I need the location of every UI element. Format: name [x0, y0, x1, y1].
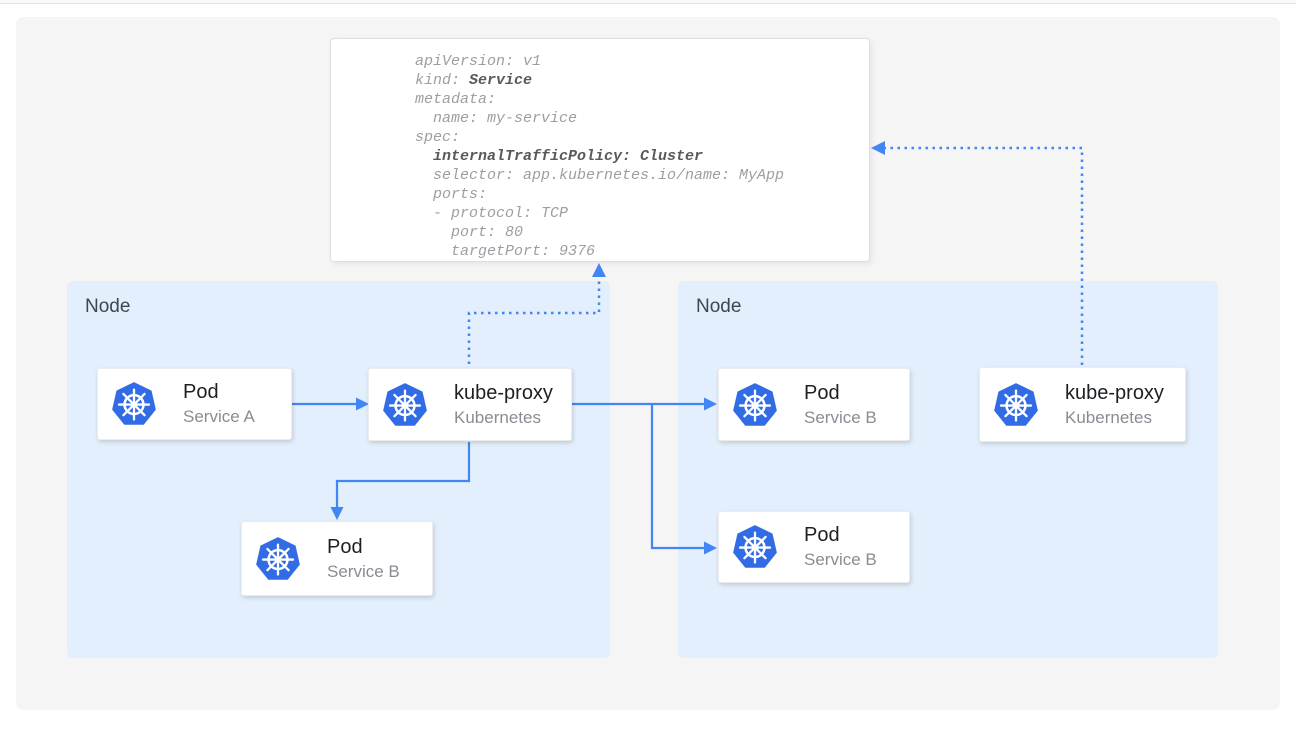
card-pod-service-b-right-top: Pod Service B [718, 368, 910, 441]
card-pod-service-a: Pod Service A [97, 368, 292, 440]
kubernetes-icon [255, 535, 301, 581]
card-pod-service-b-left: Pod Service B [241, 521, 433, 596]
node-right-label: Node [696, 296, 742, 317]
kubernetes-icon [382, 381, 428, 427]
card-title: Pod [804, 381, 840, 404]
card-subtitle: Service B [327, 561, 400, 581]
card-title: kube-proxy [1065, 381, 1164, 404]
card-title: Pod [804, 524, 840, 546]
kubernetes-icon [993, 381, 1039, 427]
card-kube-proxy-right: kube-proxy Kubernetes [979, 367, 1186, 442]
card-subtitle: Kubernetes [454, 407, 541, 427]
card-title: Pod [327, 535, 363, 558]
card-subtitle: Service B [804, 550, 877, 569]
node-left-label: Node [85, 296, 131, 317]
node-left: Node [67, 281, 610, 658]
card-title: Pod [183, 381, 219, 403]
card-subtitle: Service A [183, 407, 255, 426]
node-right: Node [678, 281, 1218, 658]
kubernetes-icon [111, 381, 157, 427]
card-pod-service-b-right-bottom: Pod Service B [718, 511, 910, 583]
kubernetes-icon [732, 381, 778, 427]
card-title: kube-proxy [454, 381, 553, 404]
kubernetes-icon [732, 524, 778, 570]
page-top-border [0, 0, 1296, 4]
card-kube-proxy-left: kube-proxy Kubernetes [368, 368, 572, 441]
card-subtitle: Service B [804, 407, 877, 427]
card-subtitle: Kubernetes [1065, 407, 1152, 427]
